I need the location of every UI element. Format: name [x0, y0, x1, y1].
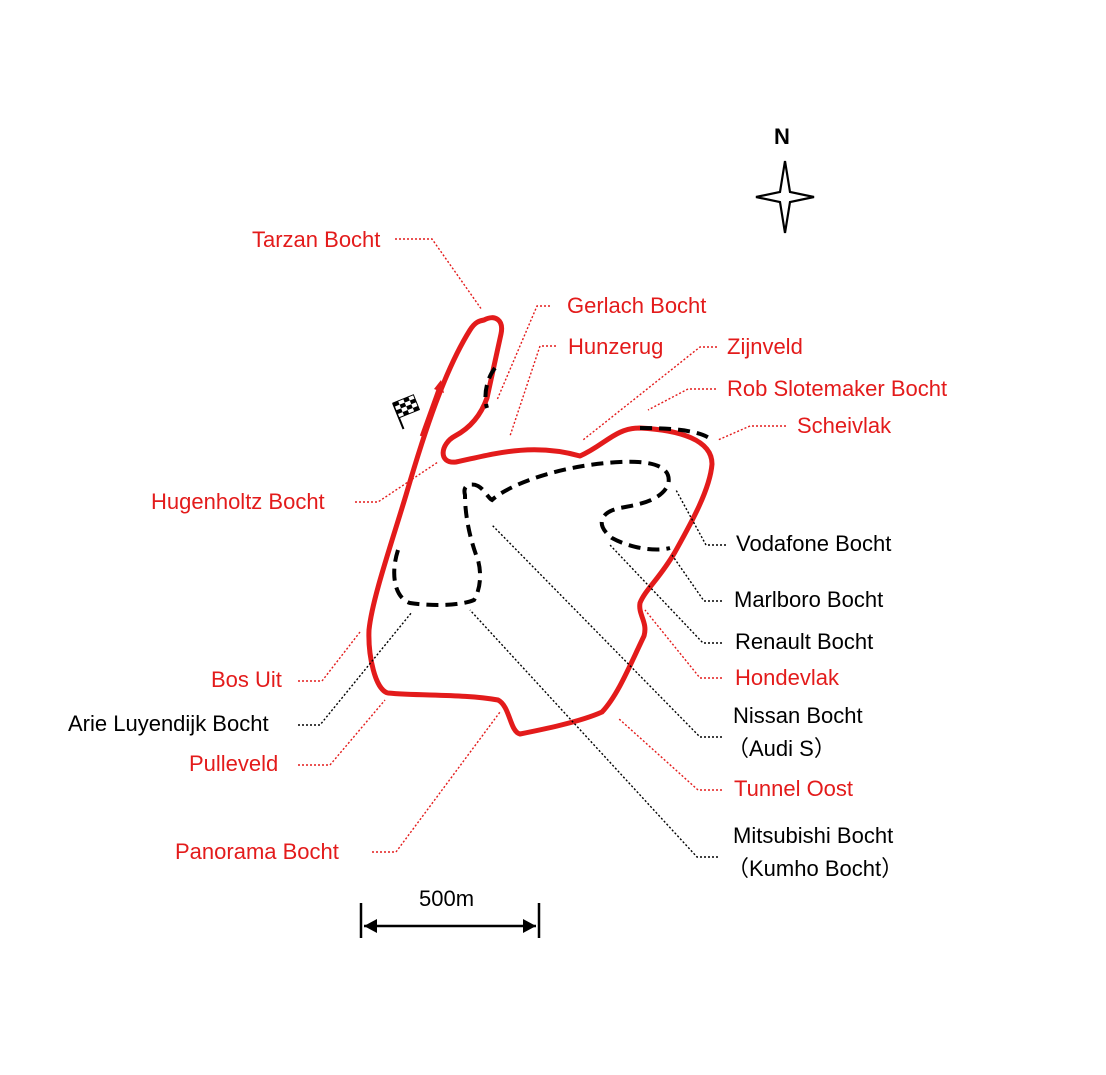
compass-north-label: N	[774, 124, 790, 149]
leader-bos-uit	[298, 631, 361, 682]
label-vodafone-bocht: Vodafone Bocht	[736, 531, 892, 556]
scale-bar	[359, 903, 541, 938]
label-hondevlak: Hondevlak	[735, 665, 839, 690]
label-tarzan-bocht: Tarzan Bocht	[252, 227, 381, 252]
label-panorama-bocht: Panorama Bocht	[175, 839, 339, 864]
label-renault-bocht: Renault Bocht	[735, 629, 874, 654]
leader-pulleveld	[298, 699, 386, 766]
label-nissan-alt-name: （Audi S）	[727, 736, 836, 761]
label-mitsubishi-alt-name: （Kumho Bocht）	[727, 856, 904, 881]
checkered-flag-icon	[392, 394, 421, 430]
leader-nissan	[491, 524, 722, 738]
gerlach-dashed-section	[483, 366, 497, 409]
label-nissan-bocht: Nissan Bocht	[733, 703, 863, 728]
leader-mitsubishi	[469, 609, 718, 858]
main-track	[366, 315, 715, 737]
leader-arie-luyendijk	[298, 611, 413, 726]
label-zijnveld: Zijnveld	[727, 334, 803, 359]
leader-panorama	[372, 711, 501, 853]
leader-zijnveld	[582, 346, 717, 441]
label-arie-luyendijk-bocht: Arie Luyendijk Bocht	[68, 711, 269, 736]
leader-hondevlak	[644, 609, 722, 679]
leader-renault	[609, 544, 722, 644]
scale-bar-label: 500m	[419, 886, 475, 911]
leader-tarzan	[395, 238, 483, 311]
label-scheivlak: Scheivlak	[797, 413, 892, 438]
leader-lines-black	[298, 489, 726, 858]
direction-arrow-icon	[419, 380, 444, 437]
leader-marlboro	[671, 554, 722, 602]
alternative-track	[392, 366, 714, 607]
label-hunzerug: Hunzerug	[568, 334, 664, 359]
label-mitsubishi-bocht: Mitsubishi Bocht	[733, 823, 894, 848]
leader-scheivlak	[717, 425, 786, 441]
infield-dashed-section	[392, 459, 671, 607]
leader-lines-red	[298, 238, 786, 853]
leader-rob-slotemaker	[647, 388, 716, 411]
label-bos-uit: Bos Uit	[211, 667, 282, 692]
leader-hugenholtz	[355, 461, 439, 503]
label-pulleveld: Pulleveld	[189, 751, 279, 776]
leader-gerlach	[496, 305, 550, 401]
label-marlboro-bocht: Marlboro Bocht	[734, 587, 884, 612]
rob-slotemaker-dashed-section	[639, 426, 714, 442]
label-gerlach-bocht: Gerlach Bocht	[567, 293, 707, 318]
leader-tunnel-oost	[617, 717, 722, 791]
label-hugenholtz-bocht: Hugenholtz Bocht	[151, 489, 325, 514]
leader-hunzerug	[509, 345, 556, 437]
label-tunnel-oost: Tunnel Oost	[734, 776, 854, 801]
compass-star-icon	[755, 160, 815, 234]
label-rob-slotemaker-bocht: Rob Slotemaker Bocht	[727, 376, 948, 401]
leader-vodafone	[675, 489, 726, 546]
